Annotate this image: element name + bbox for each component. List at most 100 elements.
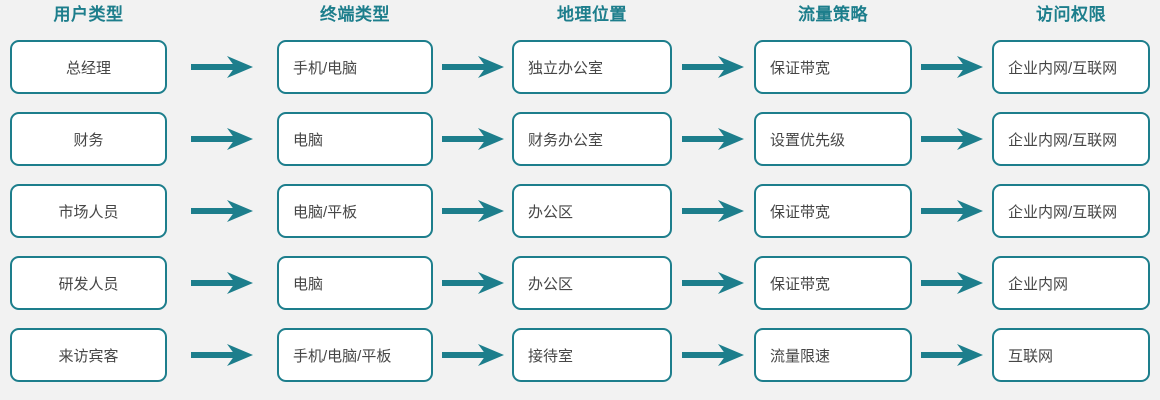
node-traffic-policy[interactable]: 保证带宽 [754,256,912,310]
flow-row: 总经理 手机/电脑 独立办公室 保证带宽 企业内网/互联网 [0,40,1160,94]
connector-user-to-terminal [167,198,277,224]
connector-user-to-terminal [167,126,277,152]
node-terminal-type[interactable]: 电脑 [277,256,433,310]
right-arrow-icon [441,128,504,150]
node-user-type[interactable]: 来访宾客 [10,328,167,382]
connector-terminal-to-location [433,342,512,368]
node-access-right[interactable]: 企业内网/互联网 [992,184,1150,238]
node-traffic-policy[interactable]: 保证带宽 [754,40,912,94]
node-label: 手机/电脑 [293,59,358,77]
node-access-right[interactable]: 企业内网/互联网 [992,112,1150,166]
connector-location-to-policy [672,54,754,80]
right-arrow-icon [921,200,983,222]
right-arrow-icon [191,56,253,78]
right-arrow-icon [682,56,744,78]
node-label: 电脑 [293,275,324,293]
connector-location-to-policy [672,342,754,368]
connector-location-to-policy [672,270,754,296]
connector-terminal-to-location [433,270,512,296]
right-arrow-icon [921,56,983,78]
node-label: 办公区 [528,203,574,221]
node-label: 办公区 [528,275,574,293]
right-arrow-icon [191,272,253,294]
column-header-terminal-type: 终端类型 [320,5,390,24]
node-label: 企业内网 [1008,275,1069,293]
node-label: 手机/电脑/平板 [293,347,392,365]
connector-location-to-policy [672,198,754,224]
column-header-access-right: 访问权限 [1036,5,1106,24]
node-label: 财务 [73,131,104,149]
right-arrow-icon [682,272,744,294]
right-arrow-icon [921,272,983,294]
column-header-traffic-policy: 流量策略 [798,5,868,24]
right-arrow-icon [441,272,504,294]
node-access-right[interactable]: 企业内网 [992,256,1150,310]
node-label: 电脑/平板 [293,203,358,221]
right-arrow-icon [191,200,253,222]
node-location[interactable]: 办公区 [512,184,672,238]
node-traffic-policy[interactable]: 保证带宽 [754,184,912,238]
connector-location-to-policy [672,126,754,152]
node-label: 企业内网/互联网 [1008,131,1118,149]
connector-terminal-to-location [433,198,512,224]
connector-terminal-to-location [433,54,512,80]
node-location[interactable]: 独立办公室 [512,40,672,94]
node-label: 财务办公室 [528,131,604,149]
node-label: 来访宾客 [58,347,119,365]
right-arrow-icon [191,344,253,366]
node-label: 研发人员 [58,275,119,293]
node-terminal-type[interactable]: 手机/电脑/平板 [277,328,433,382]
node-access-right[interactable]: 企业内网/互联网 [992,40,1150,94]
node-location[interactable]: 办公区 [512,256,672,310]
flow-rows: 总经理 手机/电脑 独立办公室 保证带宽 企业内网/互联网 财务 电脑 财务办公… [0,40,1160,382]
node-label: 设置优先级 [770,131,846,149]
connector-user-to-terminal [167,54,277,80]
connector-policy-to-access [912,54,992,80]
node-label: 市场人员 [58,203,119,221]
node-label: 企业内网/互联网 [1008,59,1118,77]
connector-policy-to-access [912,126,992,152]
node-terminal-type[interactable]: 电脑 [277,112,433,166]
node-label: 总经理 [65,59,111,77]
node-label: 电脑 [293,131,324,149]
node-label: 独立办公室 [528,59,604,77]
node-label: 企业内网/互联网 [1008,203,1118,221]
node-user-type[interactable]: 财务 [10,112,167,166]
node-traffic-policy[interactable]: 设置优先级 [754,112,912,166]
right-arrow-icon [921,344,983,366]
node-user-type[interactable]: 研发人员 [10,256,167,310]
node-label: 保证带宽 [770,203,831,221]
connector-policy-to-access [912,270,992,296]
flow-row: 研发人员 电脑 办公区 保证带宽 企业内网 [0,256,1160,310]
right-arrow-icon [441,344,504,366]
column-header-location: 地理位置 [557,5,627,24]
right-arrow-icon [682,200,744,222]
node-terminal-type[interactable]: 电脑/平板 [277,184,433,238]
flow-row: 市场人员 电脑/平板 办公区 保证带宽 企业内网/互联网 [0,184,1160,238]
right-arrow-icon [441,56,504,78]
connector-user-to-terminal [167,342,277,368]
node-traffic-policy[interactable]: 流量限速 [754,328,912,382]
node-label: 流量限速 [770,347,831,365]
connector-terminal-to-location [433,126,512,152]
column-header-row: 用户类型 终端类型 地理位置 流量策略 访问权限 [0,0,1160,40]
connector-policy-to-access [912,198,992,224]
node-label: 互联网 [1008,347,1054,365]
right-arrow-icon [921,128,983,150]
node-terminal-type[interactable]: 手机/电脑 [277,40,433,94]
right-arrow-icon [191,128,253,150]
flow-row: 财务 电脑 财务办公室 设置优先级 企业内网/互联网 [0,112,1160,166]
flow-row: 来访宾客 手机/电脑/平板 接待室 流量限速 互联网 [0,328,1160,382]
node-user-type[interactable]: 市场人员 [10,184,167,238]
node-access-right[interactable]: 互联网 [992,328,1150,382]
node-label: 保证带宽 [770,59,831,77]
right-arrow-icon [682,128,744,150]
node-user-type[interactable]: 总经理 [10,40,167,94]
node-location[interactable]: 财务办公室 [512,112,672,166]
column-header-user-type: 用户类型 [53,5,124,24]
node-label: 接待室 [528,347,574,365]
node-location[interactable]: 接待室 [512,328,672,382]
connector-user-to-terminal [167,270,277,296]
node-label: 保证带宽 [770,275,831,293]
